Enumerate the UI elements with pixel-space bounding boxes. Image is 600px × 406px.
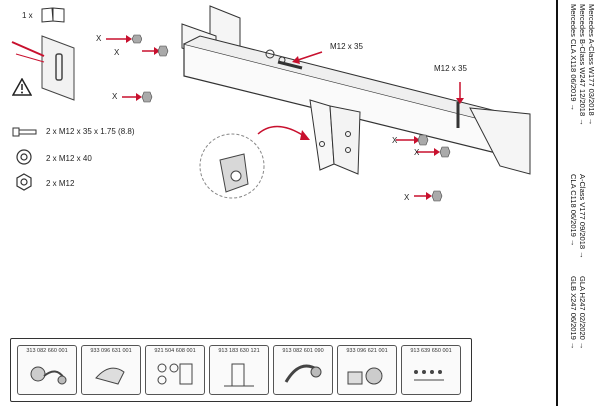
red-arrow-icon xyxy=(414,190,443,202)
washer-icon xyxy=(16,149,32,165)
parts-strip: 313 082 660 001 933 096 631 001 921 504 … xyxy=(10,338,472,402)
bolt-spec-top-label: M12 x 35 xyxy=(330,42,363,51)
hardware-nut-text: 2 x M12 xyxy=(46,179,75,188)
tow-bar-frame-illustration xyxy=(181,5,531,175)
part-number: 913 082 601 090 xyxy=(282,348,324,354)
part-number: 313 082 660 001 xyxy=(26,348,68,354)
x-marker: X xyxy=(96,34,102,43)
warning-triangle-icon xyxy=(12,78,32,96)
part-card: 921 504 608 001 xyxy=(145,345,205,395)
hardware-washer-text: 2 x M12 x 40 xyxy=(46,154,92,163)
socket-icon xyxy=(347,367,383,385)
bolt-icon xyxy=(12,127,37,137)
x-marker: X xyxy=(414,148,420,157)
x-marker: X xyxy=(114,48,120,57)
bolt-spec-right-label: M12 x 35 xyxy=(434,64,467,73)
x-marker: X xyxy=(404,193,410,202)
model-cla-c118: CLA C118 06/2019 → xyxy=(569,174,578,247)
model-a-class-v177: A-Class V177 09/2018 → xyxy=(578,174,587,259)
part-card: 913 082 601 090 xyxy=(273,345,333,395)
part-number: 933 096 631 001 xyxy=(90,348,132,354)
bracket-icon xyxy=(95,367,125,385)
manual-book-icon xyxy=(41,7,65,23)
part-number: 921 504 608 001 xyxy=(154,348,196,354)
coupling-icon xyxy=(284,364,322,383)
hardware-bolt-text: 2 x M12 x 35 x 1.75 (8.8) xyxy=(46,127,135,136)
part-number: 913 183 630 121 xyxy=(218,348,260,354)
tow-ball-icon xyxy=(30,366,67,385)
red-arrow-icon xyxy=(106,34,142,44)
model-glb-x247: GLB X247 06/2019 → xyxy=(569,276,578,350)
part-card: 313 082 660 001 xyxy=(17,345,77,395)
electrical-kit-icon xyxy=(224,363,254,387)
quantity-label: 1 x xyxy=(22,11,33,20)
part-card: 933 096 621 001 xyxy=(337,345,397,395)
part-number: 913 639 650 001 xyxy=(410,348,452,354)
small-parts-icon xyxy=(414,370,444,381)
hitch-detail-illustration xyxy=(199,125,310,199)
model-cla-x118: Mercedes CLA X118 06/2019 → xyxy=(569,4,578,112)
red-arrow-icon xyxy=(142,45,169,57)
part-card: 913 639 650 001 xyxy=(401,345,461,395)
model-b-class-w247: Mercedes B-Class W247 12/2018 → xyxy=(578,4,587,126)
bolts-set-icon xyxy=(157,363,193,385)
x-marker: X xyxy=(392,136,398,145)
vertical-divider xyxy=(556,0,558,406)
model-gla-h247: GLA H247 02/2020 → xyxy=(578,276,587,350)
torque-warning-illustration xyxy=(11,35,75,101)
model-a-class-w177: Mercedes A-Class W177 03/2018 → xyxy=(587,4,596,126)
part-card: 913 183 630 121 xyxy=(209,345,269,395)
nut-icon xyxy=(16,173,32,191)
part-card: 933 096 631 001 xyxy=(81,345,141,395)
part-number: 933 096 621 001 xyxy=(346,348,388,354)
x-marker: X xyxy=(112,92,118,101)
red-arrow-icon xyxy=(122,91,153,103)
